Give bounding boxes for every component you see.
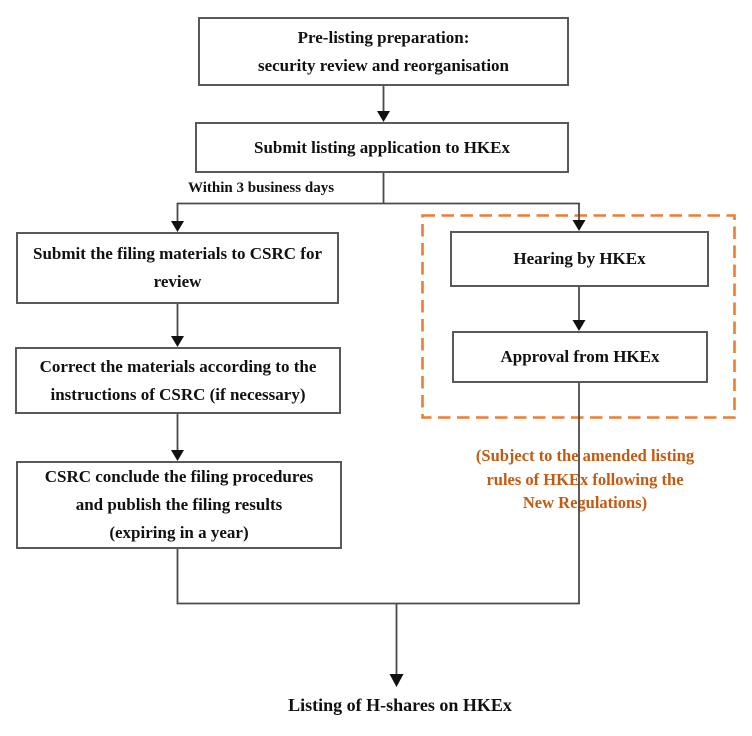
arrowhead: [171, 221, 184, 232]
arrowhead: [171, 450, 184, 461]
note-subject-to-amended-rules: (Subject to the amended listing rules of…: [440, 444, 730, 515]
arrowhead: [572, 220, 586, 231]
arrowhead: [572, 320, 586, 331]
box-submit-filing-line2: review: [153, 272, 202, 291]
label-listing-of-h-shares: Listing of H-shares on HKEx: [288, 695, 512, 715]
note-line2: rules of HKEx following the: [486, 469, 684, 489]
arrowhead: [377, 111, 390, 122]
box-conclude-line2: and publish the filing results: [75, 495, 283, 514]
box-conclude-line1: CSRC conclude the filing procedures: [44, 467, 314, 486]
box-correct-materials: Correct the materials according to the i…: [15, 347, 341, 414]
box-submit-listing-application: Submit listing application to HKEx: [195, 122, 569, 173]
arrowhead: [171, 336, 184, 347]
arrowhead: [389, 674, 404, 687]
box-submit-application-line1: Submit listing application to HKEx: [254, 137, 510, 157]
box-hearing-line1: Hearing by HKEx: [513, 249, 646, 268]
box-hearing-by-hkex: Hearing by HKEx: [450, 231, 709, 287]
box-approval-from-hkex: Approval from HKEx: [452, 331, 708, 383]
box-correct-line2: instructions of CSRC (if necessary): [50, 384, 306, 404]
note-line3: New Regulations): [522, 493, 648, 512]
box-submit-filing-line1: Submit the filing materials to CSRC for: [33, 244, 322, 263]
box-csrc-conclude-filing: CSRC conclude the filing procedures and …: [16, 461, 342, 549]
note-line1: (Subject to the amended listing: [475, 446, 695, 465]
box-prelisting-line2: security review and reorganisation: [257, 55, 510, 75]
label-within-3-business-days: Within 3 business days: [188, 180, 335, 196]
box-prelisting-preparation: Pre-listing preparation: security review…: [198, 17, 569, 86]
box-approval-line1: Approval from HKEx: [500, 347, 660, 366]
box-correct-line1: Correct the materials according to the: [39, 356, 317, 376]
box-conclude-line3: (expiring in a year): [109, 523, 249, 542]
box-prelisting-line1: Pre-listing preparation:: [297, 27, 470, 47]
box-submit-filing-materials: Submit the filing materials to CSRC for …: [16, 232, 339, 304]
